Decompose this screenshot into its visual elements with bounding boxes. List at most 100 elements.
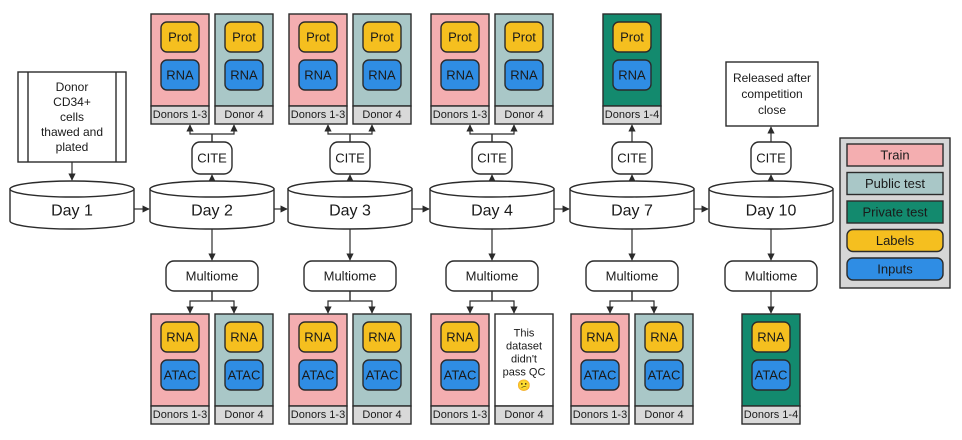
day-1-label: Day 1 [51,203,93,220]
day-7-multiome-panel-1-donor-tag [634,405,694,425]
day-2-multiome-panel-0-donor-tag [150,405,210,425]
day-2-multiome-panel-0-input-text: ATAC [164,368,197,383]
day-3-multiome-panel-1-input-pill [362,359,402,391]
day-3-multiome-frame [303,260,397,292]
day-2-cite-panel-0-donor-tag [150,105,210,125]
day-7-label: Day 7 [611,203,653,220]
day-7-multiome-panel-1-donor-text: Donor 4 [644,409,683,421]
arrow-day-2-cite-to-panel-1 [212,124,238,135]
day-4-cite-frame [471,141,513,175]
day-4-cite-panel-1-donor-text: Donor 4 [504,109,543,121]
legend-label-train: Train [880,148,909,163]
released-note-frame [725,61,819,127]
legend-item-inputs: Inputs [846,257,944,281]
day-2-cite-label: CITE [197,151,227,166]
day-3-cite-panel-1-input-pill [362,59,402,91]
day-2-cite-box: CITE [191,141,233,175]
legend-item-train: Train [846,143,944,167]
arrow-day-7-multiome-to-panel-0 [606,300,632,314]
day-3-multiome-label: Multiome [324,269,377,284]
day-7-multiome-panel-0-donor-tag [570,405,630,425]
day-4-multiome-label: Multiome [466,269,519,284]
day-2-cylinder-top [149,180,275,198]
day-2-cite-panel-1-label-pill [224,21,264,53]
day-2-cite-panel-1-input-text: RNA [230,68,258,83]
arrow-day-4-cite-to-panel-1 [492,124,518,135]
day-2-label: Day 2 [191,203,233,220]
day-10-multiome-panel-0-label-text: RNA [757,330,785,345]
day-4-multiome-frame [445,260,539,292]
arrow-day-2-cite-to-panel-0 [186,124,212,135]
start-note-frame [17,71,127,163]
day-4-cylinder-top [429,180,555,198]
day-2-cite-panel-0-donor-text: Donors 1-3 [153,109,207,121]
day-2-cite-panel-0-label-text: Prot [168,30,192,45]
day-4-multiome-panel-1-donor-tag [494,405,554,425]
day-3-multiome-panel-0-input-text: ATAC [302,368,335,383]
day-4-multiome-panel-0-donor-tag [430,405,490,425]
day-4-cite-panel-0-input-pill [440,59,480,91]
legend-item-labels: Labels [846,228,944,253]
legend-label-labels: Labels [876,233,915,248]
day-2-cite-panel-0-label-pill [160,21,200,53]
day-7-multiome-panel-0-donor-text: Donors 1-3 [573,409,627,421]
day-10-cylinder-top [708,180,834,198]
day-3-multiome-panel-1-donor-tag [352,405,412,425]
confused-face-icon: 😕 [517,379,531,392]
day-7-multiome-label: Multiome [606,269,659,284]
day-10-cite-box: CITE [750,141,792,175]
legend-swatch-private-test [846,200,944,224]
legend-swatch-public-test [846,171,944,196]
day-2-cite-frame [191,141,233,175]
connector-layer [68,124,775,314]
day-3-cite-frame [329,141,371,175]
day-2-multiome-panel-0-label-pill [160,321,200,353]
day-4-cite-label: CITE [477,151,507,166]
day-3-cite-panel-0-donor-text: Donors 1-3 [291,109,345,121]
day-10-multiome-frame [724,260,818,292]
day-3-cite-panel-0-input-text: RNA [304,68,332,83]
day-3-cite-panel-0-input-pill [298,59,338,91]
arrow-day-3-multiome-to-panel-0 [324,300,350,314]
day-4-multiome-panel-1-donor-text: Donor 4 [504,409,543,421]
day-4-multiome-panel-0-input-text: ATAC [444,368,477,383]
day-3-cite-panel-1-donor-text: Donor 4 [362,109,401,121]
day-3-cite-panel-1-donor-tag [352,105,412,125]
arrow-day-4-multiome-to-panel-0 [466,300,492,314]
arrow-day-3-cite-to-panel-0 [324,124,350,135]
day-3-multiome-panel-0-input-pill [298,359,338,391]
day-10-cite-label: CITE [756,151,786,166]
day-7-cite-frame [611,141,653,175]
day-4-cite-panel-1-input-pill [504,59,544,91]
day-3-cylinder-body [287,188,413,230]
day-2-multiome-panel-0-input-pill [160,359,200,391]
day-4-multiome-panel-0-label-text: RNA [446,330,474,345]
day-7-multiome-frame [585,260,679,292]
day-4-multiome-panel-1-frame [494,313,554,407]
day-2-multiome-panel-1-label-text: RNA [230,330,258,345]
legend-label-inputs: Inputs [877,262,913,277]
day-7-multiome-panel-1-label-text: RNA [650,330,678,345]
day-3-multiome-panel-0-donor-tag [288,405,348,425]
day-2-multiome-panel-1-label-pill [224,321,264,353]
day-1-cylinder-top [9,180,135,198]
day-7-multiome-panel-0-input-text: ATAC [584,368,617,383]
day-2-cite-panel-0-input-text: RNA [166,68,194,83]
arrow-day-4-cite-to-panel-0 [466,124,492,135]
day-3-multiome-panel-0-label-pill [298,321,338,353]
day-1-cylinder-body [9,188,135,230]
day-4-cite-panel-0-label-pill [440,21,480,53]
